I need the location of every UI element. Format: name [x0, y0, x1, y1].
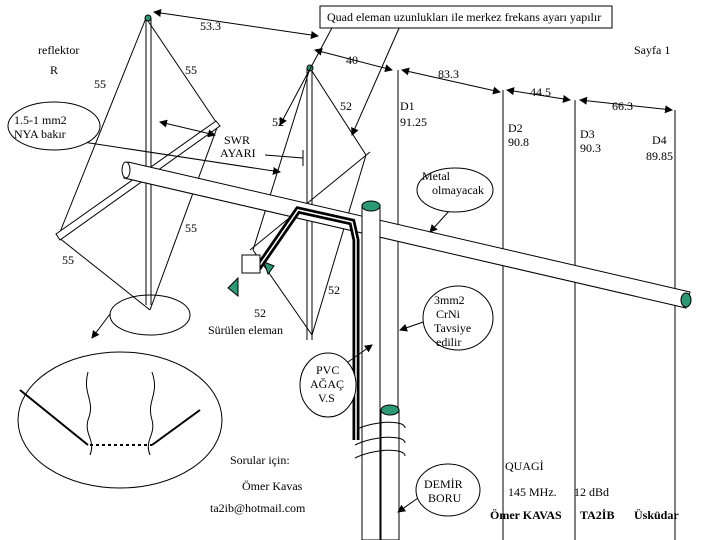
dim-arrow-d1-d2	[401, 67, 501, 95]
iron-pipe	[354, 404, 406, 540]
side-52-3: 52	[328, 283, 340, 297]
contact-heading: Sorular için:	[230, 453, 290, 467]
side-52-4: 52	[254, 306, 266, 320]
dim-arrow-reflector-driven	[153, 9, 319, 39]
boom	[121, 161, 692, 309]
antenna-band: 145 MHz.	[508, 485, 557, 499]
title-box	[319, 5, 613, 29]
nya-bubble	[7, 101, 101, 151]
mast-pvc	[361, 200, 381, 540]
crni-line-3: Tavsiye	[434, 321, 471, 335]
d1-freq: 91.25	[400, 115, 427, 129]
crni-line-1: 3mm2	[434, 293, 465, 307]
feed-box	[241, 254, 261, 274]
title-text: Quad eleman uzunlukları ile merkez freka…	[327, 10, 601, 24]
nya-line-2: NYA bakır	[14, 127, 66, 141]
d2-freq: 90.8	[508, 135, 529, 149]
dim-arrow-d2-d3	[506, 87, 571, 103]
metal-bubble	[416, 167, 494, 213]
dim-d3-d4: 66.3	[612, 99, 633, 113]
dim-arrow-d3-d4	[579, 96, 673, 114]
driven-element-label: Sürülen eleman	[208, 323, 283, 337]
pvc-line-2: AĞAÇ	[310, 377, 344, 391]
side-52-1: 52	[340, 99, 352, 113]
d2-name: D2	[508, 121, 523, 135]
d3-name: D3	[580, 127, 595, 141]
side-55-4: 55	[62, 253, 74, 267]
antenna-gain: 12 dBd	[574, 485, 609, 499]
nya-line-1: 1.5-1 mm2	[14, 113, 67, 127]
page-label: Sayfa 1	[634, 43, 670, 57]
metal-line-1: Metal	[422, 169, 451, 183]
demir-line-2: BORU	[428, 491, 462, 505]
antenna-type: QUAGİ	[505, 459, 544, 473]
crni-line-4: edilir	[436, 335, 461, 349]
crni-bubble	[422, 285, 494, 351]
d1-name: D1	[400, 99, 415, 113]
d4-freq: 89.85	[646, 149, 673, 163]
d4-name: D4	[652, 133, 667, 147]
author-name: Ömer KAVAS	[490, 508, 562, 522]
dim-driven-d1: 40	[346, 53, 358, 67]
reflector-label: reflektor	[38, 43, 79, 57]
reflector-r-label: R	[50, 63, 58, 77]
dim-d2-d3: 44.5	[530, 85, 551, 99]
crni-line-2: CrNi	[436, 307, 461, 321]
swr-label-2: AYARI	[220, 146, 256, 160]
dim-arrow-driven-d1	[314, 47, 393, 73]
side-55-1: 55	[94, 77, 106, 91]
driven-quad	[249, 64, 371, 340]
d3-freq: 90.3	[580, 141, 601, 155]
dim-reflector-driven: 53.3	[200, 19, 221, 33]
demir-bubble	[415, 463, 481, 517]
side-52-2: 52	[272, 115, 284, 129]
detail-circle	[17, 351, 223, 489]
author-location: Üsküdar	[634, 508, 679, 522]
metal-line-2: olmayacak	[432, 183, 484, 197]
contact-email: ta2ib@hotmail.com	[210, 501, 306, 515]
side-55-2: 55	[185, 63, 197, 77]
author-callsign: TA2İB	[580, 508, 614, 522]
pvc-bubble	[299, 352, 357, 418]
swr-label-1: SWR	[224, 133, 250, 147]
pvc-line-3: V.S	[318, 391, 335, 405]
dim-d1-d2: 83.3	[438, 67, 459, 81]
side-55-3: 55	[185, 221, 197, 235]
contact-name: Ömer Kavas	[242, 479, 303, 493]
demir-line-1: DEMİR	[424, 477, 463, 491]
pvc-line-1: PVC	[316, 363, 339, 377]
